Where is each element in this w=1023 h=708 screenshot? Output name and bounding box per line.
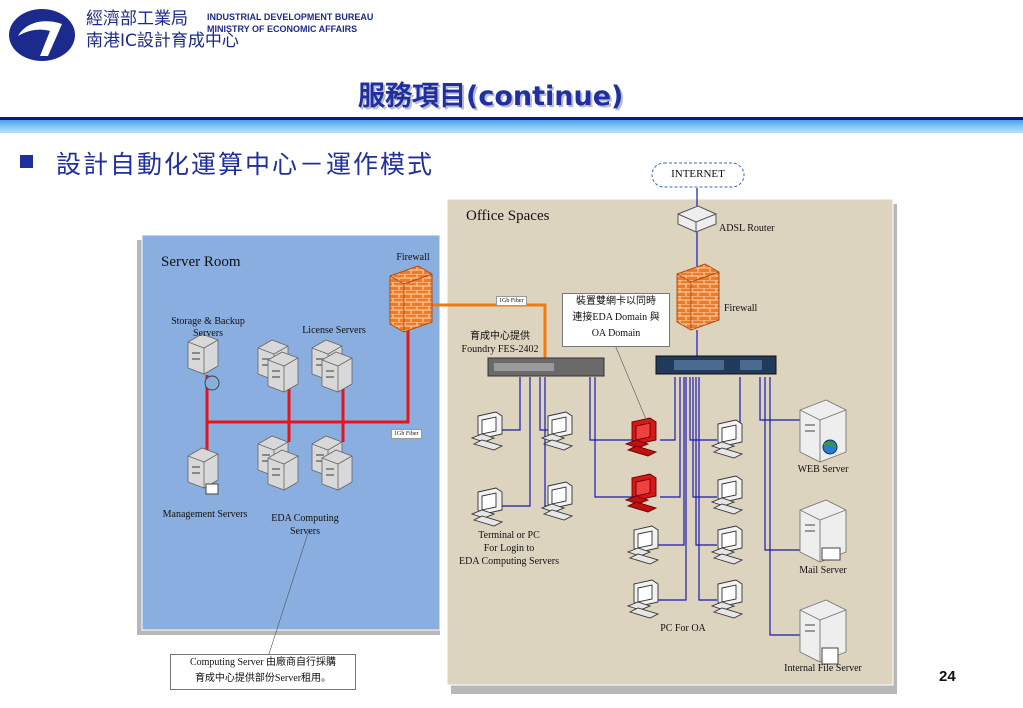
agency-name-en-1: INDUSTRIAL DEVELOPMENT BUREAU [207,12,374,22]
bullet-text: 設計自動化運算中心－運作模式 [56,150,435,179]
web-server-label: WEB Server [797,464,849,475]
license-servers-label: License Servers [302,325,366,336]
storage-servers-label-2: Servers [193,328,223,339]
adsl-router-label: ADSL Router [719,223,775,234]
agency-name-en-2: MINISTRY OF ECONOMIC AFFAIRS [207,24,358,34]
fiber-label-1: 1Gb Fiber [496,296,527,306]
terminal-label-2: For Login to [483,543,535,554]
management-servers-label: Management Servers [162,509,248,520]
agency-name-zh: 經濟部工業局 [86,9,188,29]
storage-servers-label-1: Storage & Backup [171,316,245,327]
center-name-zh: 南港IC設計育成中心 [86,31,239,51]
mail-server-label: Mail Server [799,565,847,576]
computing-server-note-line-1: Computing Server 由廠商自行採購 [189,657,337,668]
bureau-logo [8,8,76,62]
title-band [0,117,1023,133]
dual-nic-note: 裝置雙網卡以同時 連接EDA Domain 與 OA Domain [562,293,670,347]
eda-servers-label-1: EDA Computing [271,513,339,524]
server-room-firewall-label: Firewall [396,252,430,263]
slide-title: 服務項目(continue) [358,81,624,112]
computing-server-note: Computing Server 由廠商自行採購 育成中心提供部份Server租… [170,654,356,690]
dual-nic-note-line-2: 連接EDA Domain 與 [572,312,660,323]
server-room-title: Server Room [161,254,241,270]
terminal-label-3: EDA Computing Servers [459,556,559,567]
office-firewall-label: Firewall [724,303,758,314]
bullet-marker [20,155,33,168]
file-server-label: Internal File Server [784,663,862,674]
dual-nic-note-line-1: 裝置雙網卡以同時 [576,296,656,307]
eda-servers-label-2: Servers [290,526,320,537]
fiber-label-2: 1Gb Fiber [391,429,422,439]
computing-server-note-line-2: 育成中心提供部份Server租用。 [194,673,332,684]
terminal-label-1: Terminal or PC [478,530,540,541]
page-number: 24 [939,668,956,685]
switch-label-1: 育成中心提供 [470,331,530,342]
office-spaces-title: Office Spaces [466,208,550,224]
switch-label-2: Foundry FES-2402 [461,344,539,355]
dual-nic-note-line-3: OA Domain [591,328,641,339]
internet-label: INTERNET [671,168,725,180]
pc-oa-label: PC For OA [660,623,706,634]
